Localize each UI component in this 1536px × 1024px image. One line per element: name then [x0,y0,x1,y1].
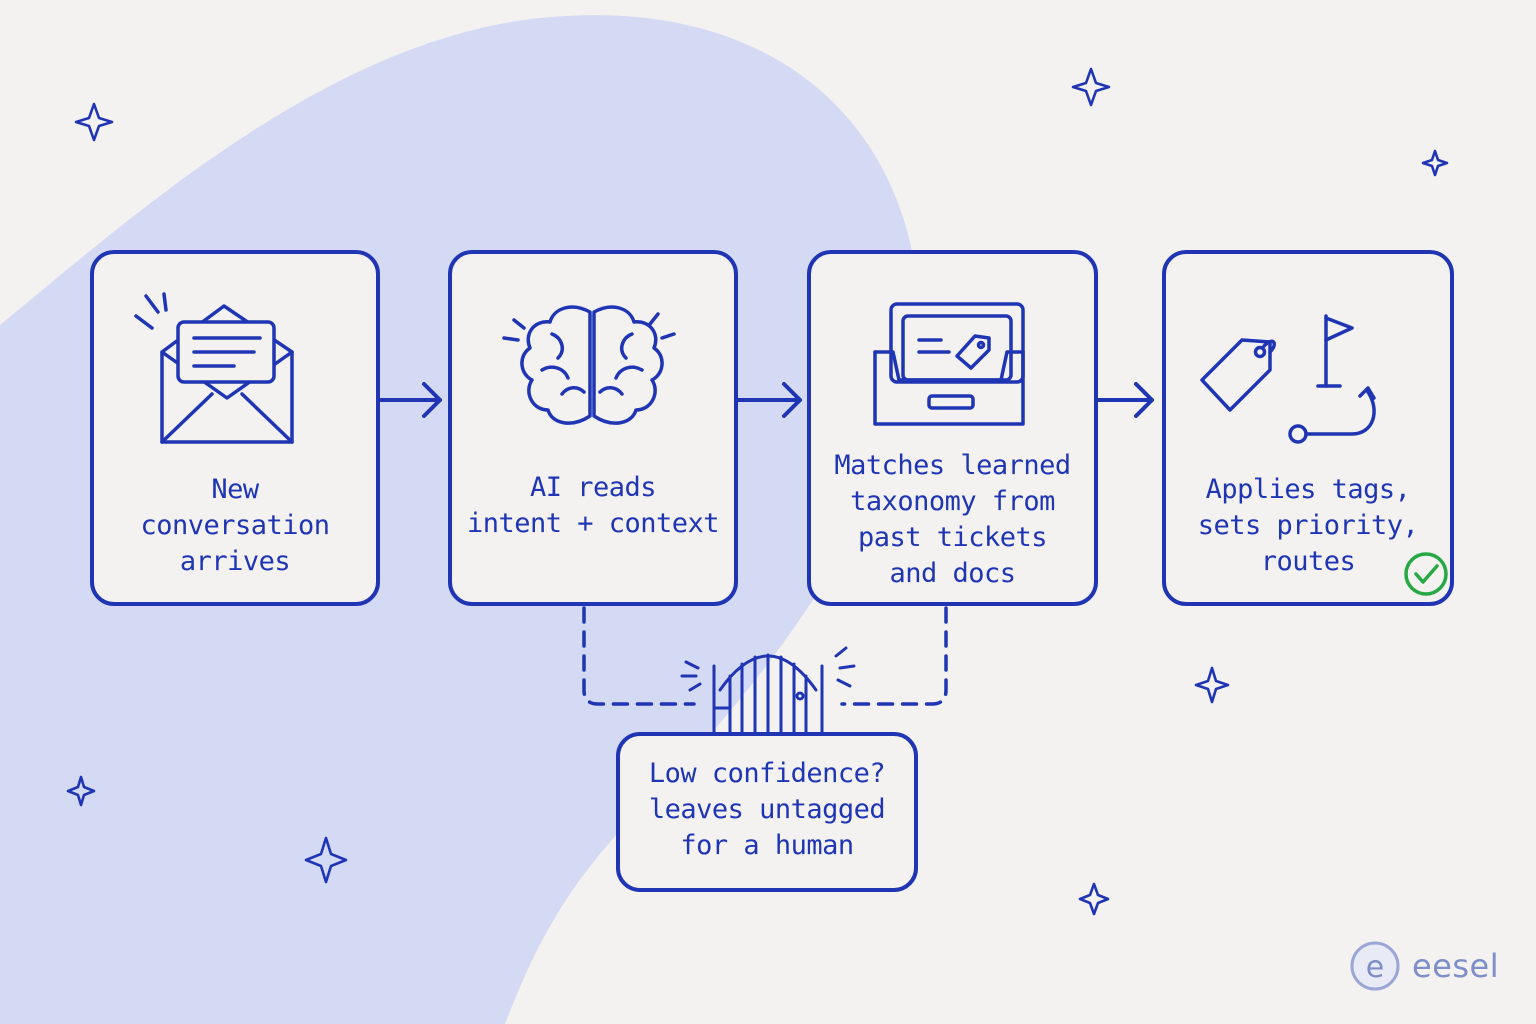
eesel-logo-icon: e [1350,941,1400,991]
step-new-conversation-label: New conversation arrives [140,474,330,577]
sparkle-star-icon [1194,666,1230,704]
step-ai-reads: AI reads intent + context [448,250,738,606]
step-new-conversation: New conversation arrives [90,250,380,606]
arrow-right-icon [736,382,802,418]
eesel-logo-letter: e [1366,950,1384,985]
success-check-icon [1404,552,1448,596]
sparkle-star-icon [304,836,348,884]
step-applies-tags: Applies tags, sets priority, routes [1162,250,1454,606]
success-check-mark [1414,564,1439,584]
step-matches-taxonomy: Matches learned taxonomy from past ticke… [807,250,1098,606]
brain-icon [502,305,676,425]
sparkle-star-icon [1421,149,1449,177]
step-ai-reads-label: AI reads intent + context [466,472,720,539]
envelope-icon [134,292,294,444]
tag-flag-route-icon [1200,314,1448,596]
file-drawer-icon [873,302,1025,426]
dashed-connector-left [582,606,696,706]
fallback-label: Low confidence? leaves untagged for a hu… [648,758,886,861]
sparkle-star-icon [1078,882,1110,916]
brand-logo: e eesel [1348,938,1499,994]
fallback-low-confidence: Low confidence? leaves untagged for a hu… [616,732,918,892]
sparkle-star-icon [1071,67,1111,107]
arrow-right-icon [378,382,442,418]
step-matches-taxonomy-label: Matches learned taxonomy from past ticke… [834,450,1071,589]
brand-name: eesel [1412,947,1500,985]
step-applies-tags-label: Applies tags, sets priority, routes [1197,474,1419,577]
gate-icon [680,646,856,742]
dashed-connector-right [840,606,948,706]
sparkle-star-icon [66,775,96,807]
sparkle-star-icon [74,102,114,142]
arrow-right-icon [1096,382,1154,418]
